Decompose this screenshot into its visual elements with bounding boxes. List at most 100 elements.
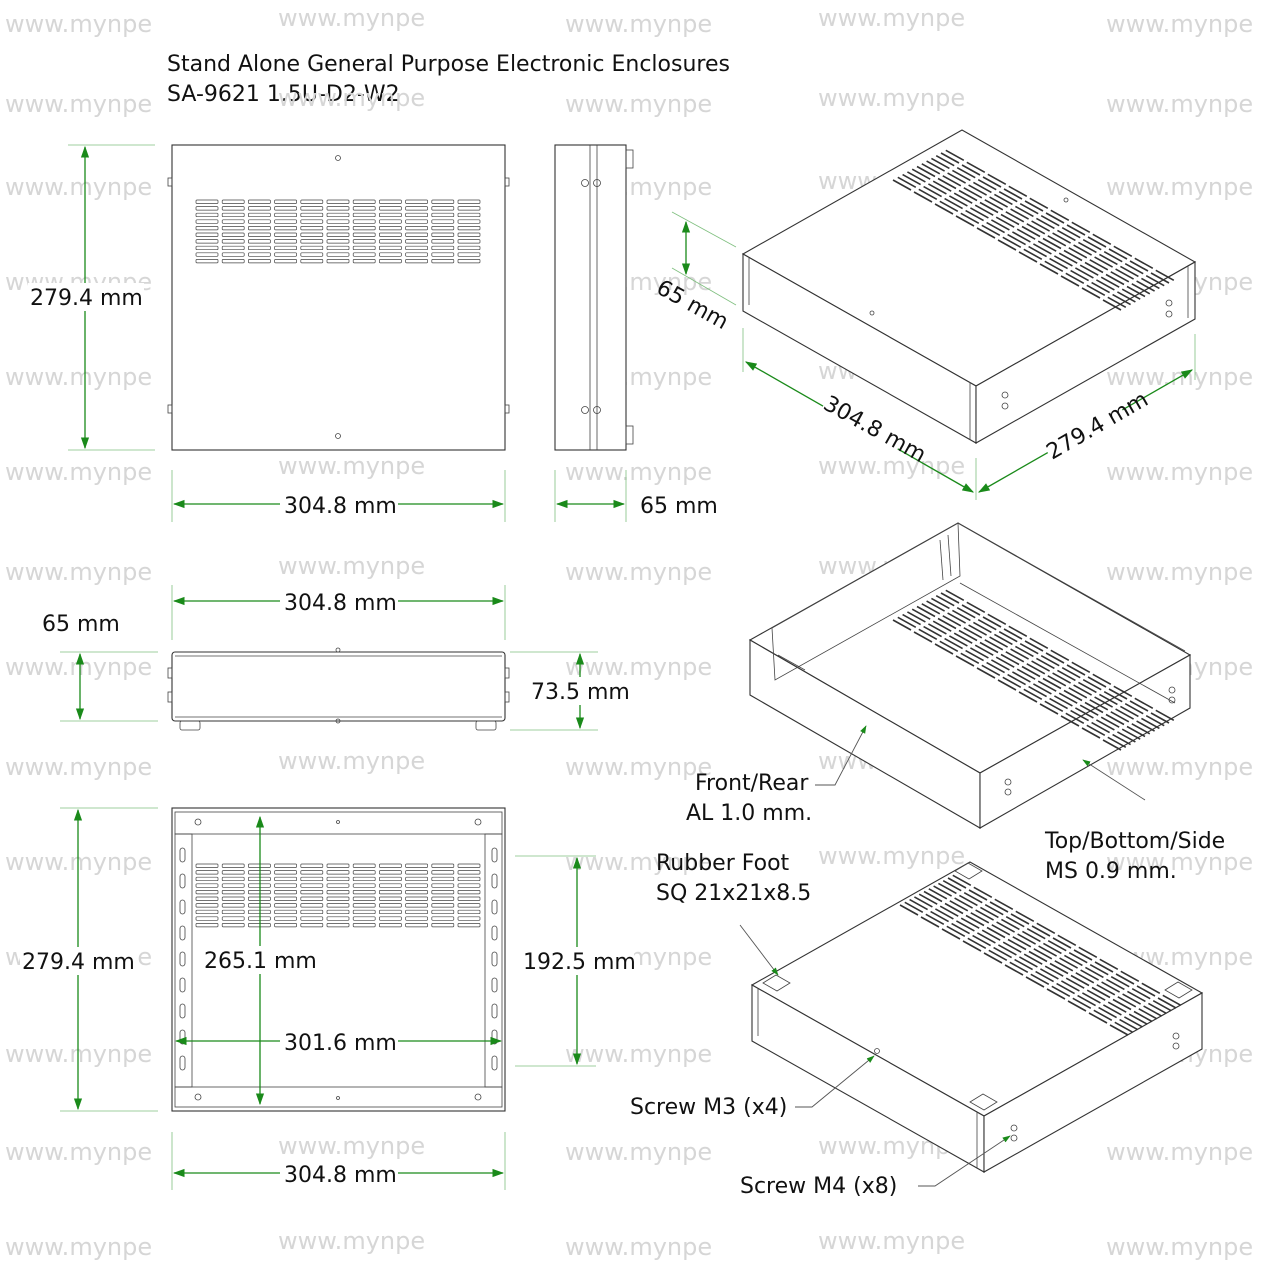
watermark-text: www.mynpe xyxy=(5,653,152,681)
watermark-text: www.mynpe xyxy=(1106,1233,1253,1261)
vent-slot xyxy=(1084,261,1104,274)
vent-slot xyxy=(958,189,978,202)
vent-slot xyxy=(981,664,1001,676)
vent-slot xyxy=(1071,221,1091,233)
watermark-text: www.mynpe xyxy=(818,84,965,112)
vent-slot xyxy=(1015,205,1034,218)
vent-slot xyxy=(195,870,219,875)
vent-slot xyxy=(956,920,975,932)
vent-slot xyxy=(966,161,986,173)
vent-slot xyxy=(1024,640,1044,652)
vent-slot xyxy=(326,199,350,204)
vent-slot xyxy=(457,219,481,224)
watermark-text: www.mynpe xyxy=(5,458,152,486)
vent-slot xyxy=(955,215,975,227)
vent-slot xyxy=(379,226,402,231)
vent-slot xyxy=(457,909,481,915)
vent-slot xyxy=(326,239,350,244)
vent-slot xyxy=(221,199,245,204)
vent-slot xyxy=(961,164,981,176)
vent-slot xyxy=(1162,994,1182,1006)
vent-slot xyxy=(1117,996,1137,1008)
vent-slot xyxy=(1115,973,1135,985)
vent-slot xyxy=(405,212,428,218)
vent-slot xyxy=(970,912,990,924)
vent-slot xyxy=(379,909,402,915)
vent-slot xyxy=(379,199,402,204)
vent-slot xyxy=(963,892,983,904)
vent-slot xyxy=(379,212,402,218)
watermark-text: www.mynpe xyxy=(565,1233,712,1261)
vent-slot xyxy=(274,206,297,211)
dim-top-depth: 279.4 mm xyxy=(28,144,155,451)
vent-slot xyxy=(274,245,297,251)
vent-slot xyxy=(221,219,245,224)
vent-slot xyxy=(1089,964,1109,976)
vent-slot xyxy=(1126,285,1146,298)
vent-slot xyxy=(911,608,931,620)
vent-slot xyxy=(954,897,973,909)
vent-slot xyxy=(221,226,245,231)
vent-slot xyxy=(986,221,1005,234)
vent-slot xyxy=(1040,968,1059,980)
vent-slot xyxy=(1094,961,1114,973)
callout-rubber-foot: Rubber Foot SQ 21x21x8.5 xyxy=(656,851,811,976)
vent-slot xyxy=(1071,661,1091,673)
vent-slot xyxy=(960,917,980,929)
vent-slot xyxy=(1044,260,1064,272)
vent-slot xyxy=(1107,1001,1127,1013)
vent-slot xyxy=(326,876,350,882)
vent-slot xyxy=(195,212,219,218)
vent-slot xyxy=(195,206,219,211)
vent-slot xyxy=(1002,676,1022,688)
vent-slot xyxy=(405,245,428,251)
vent-slot xyxy=(431,863,455,868)
vent-slot xyxy=(991,924,1011,936)
vent-slot xyxy=(989,901,1009,913)
vent-slot xyxy=(457,245,481,251)
vent-slot xyxy=(300,259,324,264)
vent-slot xyxy=(947,877,967,889)
rail-hole xyxy=(179,1055,186,1071)
vent-slot xyxy=(221,863,245,868)
vent-slot xyxy=(1082,239,1102,251)
vent-slot xyxy=(1107,736,1127,748)
vent-slot xyxy=(1082,679,1102,691)
vent-slot xyxy=(431,252,455,257)
vent-slot xyxy=(274,923,297,928)
vent-slot xyxy=(926,600,945,612)
vent-slot xyxy=(1087,236,1107,248)
vent-slot xyxy=(1045,652,1065,664)
vent-slot xyxy=(1120,970,1140,982)
vent-slot xyxy=(1086,284,1106,296)
vent-slot xyxy=(274,219,297,224)
vent-slot xyxy=(979,201,999,214)
vent-slot xyxy=(1012,671,1031,683)
vent-slot xyxy=(1060,275,1080,287)
vent-slot xyxy=(982,176,1002,188)
vent-slot xyxy=(1028,685,1047,698)
vent-slot xyxy=(1086,989,1106,1001)
vent-slot xyxy=(1068,952,1088,964)
screw-m4-label: Screw M4 (x8) xyxy=(740,1174,897,1199)
isometric-bottom-view xyxy=(750,861,1204,1173)
vent-slot xyxy=(300,896,324,901)
vent-slot xyxy=(431,923,455,928)
rail-hole xyxy=(179,977,186,993)
vent-slot xyxy=(1121,288,1141,300)
vent-slot xyxy=(221,909,245,915)
vent-slot xyxy=(405,923,428,928)
vent-slot xyxy=(963,187,983,199)
rail-hole xyxy=(491,977,498,993)
rubber-foot-label: Rubber Foot xyxy=(656,851,790,876)
vent-slot xyxy=(949,635,968,647)
vent-slot xyxy=(457,876,481,882)
model-number: SA-9621 1.5U-D2-W2 xyxy=(167,82,400,107)
vent-slot xyxy=(1096,719,1115,731)
vent-slot xyxy=(1050,209,1070,221)
vent-slot xyxy=(1012,936,1032,948)
vent-slot xyxy=(973,621,992,634)
vent-slot xyxy=(1007,233,1026,246)
vent-slot xyxy=(405,226,428,231)
vent-slot xyxy=(1068,247,1088,259)
